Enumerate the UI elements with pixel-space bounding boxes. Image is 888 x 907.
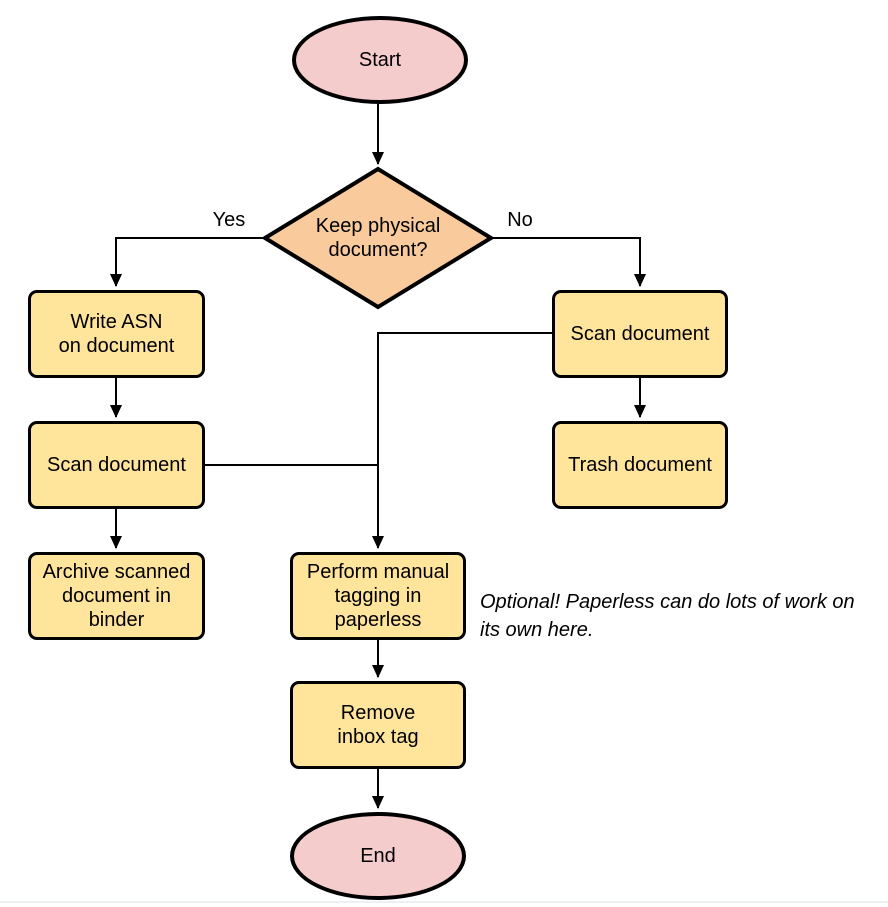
annotation-optional-note: Optional! Paperless can do lots of work … xyxy=(480,591,855,641)
node-remove-inbox-tag: Remove inbox tag xyxy=(290,681,466,769)
decision-diamond-shape xyxy=(261,166,495,310)
edge-scanno-tagging xyxy=(372,332,552,549)
node-scan-document-yes-label: Scan document xyxy=(47,454,186,476)
node-trash-document-label: Trash document xyxy=(568,454,712,476)
node-write-asn-label: Write ASN on document xyxy=(58,311,175,357)
edge-label-no: No xyxy=(507,209,533,231)
edge-label-yes: Yes xyxy=(212,209,246,231)
node-end-label: End xyxy=(360,845,396,867)
edge-decision-yes xyxy=(110,237,266,287)
node-archive-document-label: Archive scanned document in binder xyxy=(42,561,191,631)
node-start: Start xyxy=(292,16,468,104)
node-scan-document-no-label: Scan document xyxy=(570,323,710,345)
node-scan-document-no: Scan document xyxy=(552,290,728,378)
node-start-label: Start xyxy=(358,49,402,71)
node-manual-tagging: Perform manual tagging in paperless xyxy=(290,552,466,640)
node-end: End xyxy=(290,812,466,900)
node-remove-inbox-tag-label: Remove inbox tag xyxy=(337,702,419,748)
node-trash-document: Trash document xyxy=(552,421,728,509)
node-write-asn: Write ASN on document xyxy=(28,290,205,378)
node-scan-document-yes: Scan document xyxy=(28,421,205,509)
edge-decision-no xyxy=(490,237,646,287)
node-archive-document: Archive scanned document in binder xyxy=(28,552,205,640)
node-manual-tagging-label: Perform manual tagging in paperless xyxy=(306,561,450,631)
node-decision-label: Keep physical document? xyxy=(315,215,441,261)
bottom-divider xyxy=(0,901,888,903)
